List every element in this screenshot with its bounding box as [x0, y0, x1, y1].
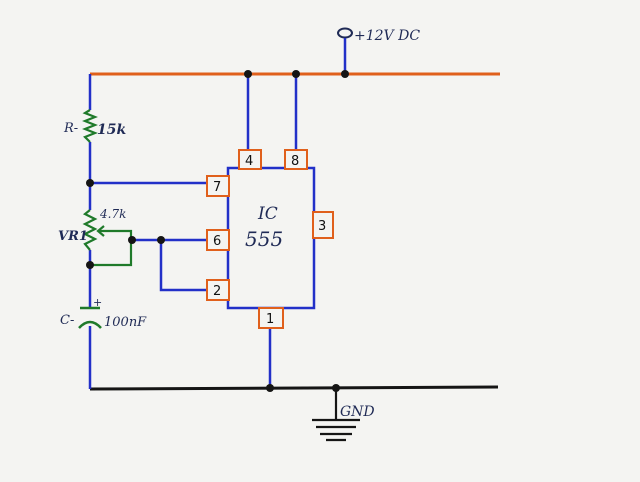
ic-label-line1: IC [257, 204, 278, 224]
capacitor-polarity: + [93, 296, 102, 309]
pin-8: 8 [284, 149, 308, 170]
svg-text:2: 2 [213, 284, 221, 299]
pin-1: 1 [258, 307, 284, 329]
ic-label-line2: 555 [245, 227, 283, 251]
resistor-ref: R- [63, 121, 78, 136]
capacitor-c: + C- 100nF [60, 296, 147, 330]
pin-7: 7 [206, 175, 230, 197]
supply-label: +12V DC [354, 28, 420, 44]
pot-value: 4.7k [99, 207, 126, 221]
pot-ref: VR1 [58, 229, 88, 244]
ic-connection-wires [90, 74, 298, 388]
svg-text:1: 1 [266, 312, 274, 327]
pin-4: 4 [238, 149, 262, 170]
supply-terminal: +12V DC [337, 27, 420, 74]
potentiometer-vr1: VR1 4.7k [58, 207, 133, 267]
ic-pins: 4 8 7 6 2 3 1 [206, 149, 334, 329]
ground-rail [89, 385, 499, 391]
svg-text:3: 3 [318, 219, 326, 234]
svg-text:4: 4 [245, 154, 253, 169]
ground-label: GND [340, 404, 375, 420]
capacitor-ref: C- [60, 313, 74, 328]
resistor-value: 15k [97, 122, 126, 138]
pin-3: 3 [312, 211, 334, 239]
pin-6: 6 [206, 229, 230, 251]
capacitor-value: 100nF [104, 315, 147, 330]
junction-dots [86, 70, 349, 392]
svg-text:6: 6 [213, 234, 221, 249]
resistor-r: R- 15k [63, 109, 126, 143]
ground-symbol: GND [312, 388, 375, 442]
ic-555: IC 555 [226, 166, 316, 310]
svg-text:7: 7 [213, 180, 221, 195]
svg-text:8: 8 [291, 154, 299, 169]
pin-2: 2 [206, 279, 230, 301]
